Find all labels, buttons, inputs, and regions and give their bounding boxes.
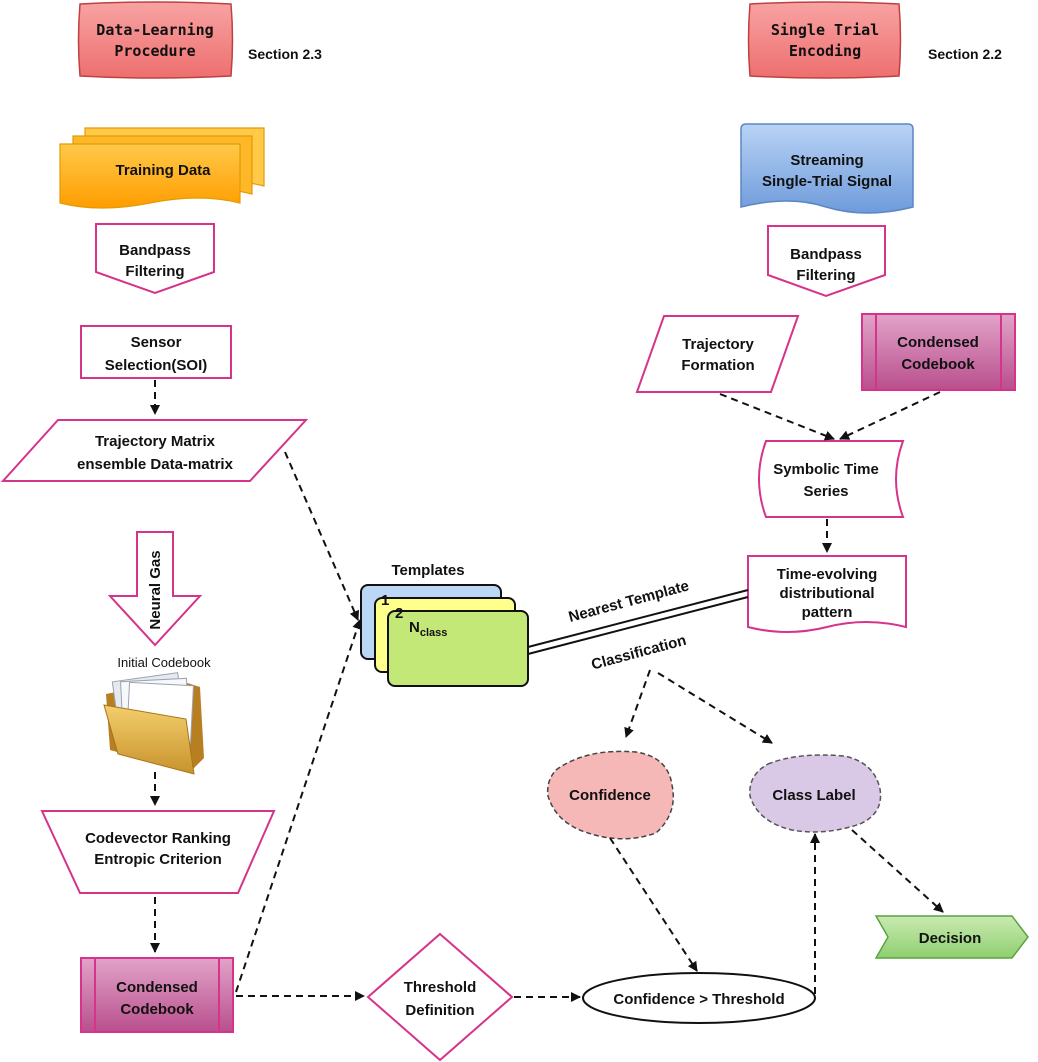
confidence-threshold-label: Confidence > Threshold (613, 991, 784, 1008)
trajectory-formation-line2: Formation (681, 357, 754, 374)
section-2-2-label: Section 2.2 (928, 46, 1002, 62)
left-bandpass-line2: Filtering (125, 263, 184, 280)
class-label-text: Class Label (772, 787, 855, 804)
connector-arrows (150, 380, 944, 1002)
right-bandpass-line1: Bandpass (790, 246, 862, 263)
single-trial-header: Single Trial Encoding (747, 1, 902, 79)
streaming-signal-line2: Single-Trial Signal (762, 173, 892, 190)
decision-label: Decision (919, 930, 982, 947)
sensor-selection-line1: Sensor (131, 334, 182, 351)
threshold-definition-line1: Threshold (404, 979, 477, 996)
training-data-label: Training Data (115, 162, 211, 179)
right-bandpass-line2: Filtering (796, 267, 855, 284)
symbolic-series-line2: Series (803, 483, 848, 500)
confidence-threshold-ellipse: Confidence > Threshold (582, 972, 816, 1024)
nearest-template-link (527, 589, 749, 655)
arrow-classification-to-class-label (657, 672, 773, 744)
template-number-1: 1 (381, 592, 389, 609)
nearest-template-label: Nearest Template (567, 577, 691, 626)
templates-stack: 1 2 Nclass (360, 584, 529, 687)
arrow-matrix-to-templates (284, 451, 359, 621)
left-bandpass-line1: Bandpass (119, 242, 191, 259)
right-bandpass-filtering: Bandpass Filtering (767, 225, 886, 298)
codevector-ranking-line1: Codevector Ranking (85, 830, 231, 847)
initial-codebook-label: Initial Codebook (117, 655, 211, 670)
streaming-signal-shape: Streaming Single-Trial Signal (740, 123, 914, 214)
sensor-selection-line2: Selection(SOI) (105, 357, 208, 374)
arrow-confidence-to-comparison (609, 837, 698, 972)
classification-label: Classification (590, 632, 689, 674)
distributional-pattern-document: Time-evolving distributional pattern (747, 555, 907, 633)
threshold-definition-diamond: Threshold Definition (366, 932, 514, 1062)
trajectory-formation-line1: Trajectory (682, 336, 754, 353)
folder-icon (103, 672, 204, 775)
training-data-shape: Training Data (59, 127, 265, 209)
right-condensed-codebook: Condensed Codebook (861, 313, 1016, 391)
streaming-signal-line1: Streaming (790, 152, 863, 169)
codevector-ranking-trapezoid: Codevector Ranking Entropic Criterion (40, 810, 276, 894)
distributional-line2: distributional (780, 585, 875, 602)
decision-step: Decision (874, 915, 1029, 959)
trajectory-matrix-line2: ensemble Data-matrix (77, 456, 234, 473)
templates-title: Templates (391, 562, 464, 579)
trajectory-formation-parallelogram: Trajectory Formation (635, 315, 800, 393)
distributional-line3: pattern (802, 604, 853, 621)
data-learning-header-line1: Data-Learning (96, 21, 213, 39)
codevector-ranking-line2: Entropic Criterion (94, 851, 222, 868)
arrow-classification-to-confidence (624, 669, 651, 738)
data-learning-header-line2: Procedure (114, 42, 195, 60)
trajectory-matrix-parallelogram: Trajectory Matrix ensemble Data-matrix (0, 419, 309, 482)
single-trial-header-line1: Single Trial (771, 21, 879, 39)
left-condensed-codebook: Condensed Codebook (80, 957, 234, 1033)
sensor-selection-box: Sensor Selection(SOI) (80, 325, 232, 379)
symbolic-series-storage: Symbolic Time Series (758, 440, 905, 518)
arrow-class-label-to-decision (851, 829, 944, 913)
arrow-trajectory-to-series (719, 393, 835, 441)
template-number-n: Nclass (409, 619, 447, 639)
right-condensed-line2: Codebook (901, 356, 975, 373)
trajectory-matrix-line1: Trajectory Matrix (95, 433, 216, 450)
neural-gas-label: Neural Gas (147, 550, 164, 629)
right-condensed-line1: Condensed (897, 334, 979, 351)
symbolic-series-line1: Symbolic Time (773, 461, 879, 478)
arrow-codebook-to-templates (235, 619, 362, 993)
data-learning-header: Data-Learning Procedure (77, 1, 234, 79)
left-condensed-line1: Condensed (116, 979, 198, 996)
confidence-blob: Confidence (546, 750, 674, 840)
single-trial-header-line2: Encoding (789, 42, 861, 60)
left-bandpass-filtering: Bandpass Filtering (95, 223, 215, 295)
arrow-codebook-to-series (839, 391, 941, 440)
template-number-2: 2 (395, 605, 403, 622)
section-2-3-label: Section 2.3 (248, 46, 322, 62)
distributional-line1: Time-evolving (777, 566, 878, 583)
threshold-definition-line2: Definition (405, 1002, 474, 1019)
left-condensed-line2: Codebook (120, 1001, 194, 1018)
class-label-blob: Class Label (749, 754, 882, 833)
confidence-label: Confidence (569, 787, 651, 804)
neural-gas-arrow: Neural Gas (107, 531, 203, 647)
